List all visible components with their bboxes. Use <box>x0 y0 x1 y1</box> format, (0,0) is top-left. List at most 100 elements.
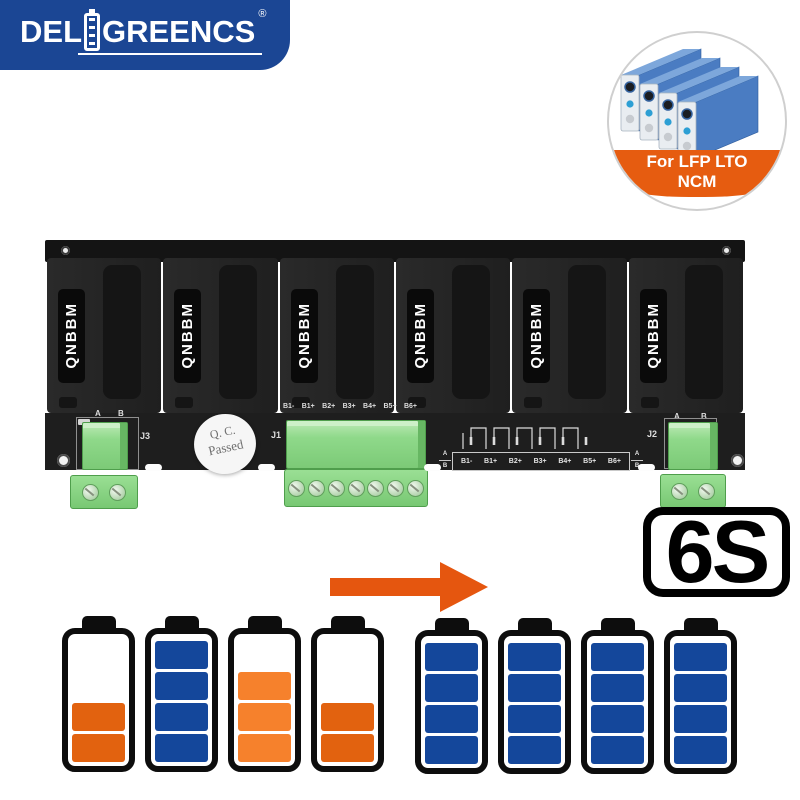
diagram-end-right: A B <box>631 449 643 472</box>
j1-pin-labels: B1-B1+B2+B3+B4+B5+B6+ <box>283 403 417 410</box>
battery-segment <box>238 703 291 731</box>
battery-cap <box>164 616 199 630</box>
module-nub <box>291 397 310 408</box>
balancer-module: QNBBM <box>47 258 162 413</box>
series-count-text: 6S <box>665 502 771 601</box>
battery-cap <box>434 618 469 632</box>
module-label: QNBBM <box>58 288 85 383</box>
pin-label: B2+ <box>322 403 336 410</box>
screw-terminal-icon <box>407 479 425 497</box>
screw-terminal-icon <box>307 479 325 497</box>
screw-terminal-icon <box>287 479 305 497</box>
registered-trademark-icon: ® <box>258 8 267 20</box>
battery-body <box>311 628 384 772</box>
battery-body <box>498 630 571 774</box>
module-row: QNBBM QNBBM QNBBM QNBBM QNBBM QNBBM <box>47 258 743 413</box>
diagram-cell-labels: B1-B1+B2+B3+B4+B5+B6+ <box>452 452 630 471</box>
module-nub <box>59 397 77 408</box>
battery-cap <box>600 618 635 632</box>
j3-port-a-label: A <box>95 409 101 418</box>
logo-underline <box>78 53 262 55</box>
battery-cells-image <box>620 48 759 159</box>
battery-segment <box>321 703 374 731</box>
terminal-j2-front <box>660 474 726 508</box>
terminal-j3 <box>82 422 128 470</box>
pin-label: B4+ <box>363 403 377 410</box>
screw-terminal-icon <box>81 483 99 501</box>
j3-label: J3 <box>140 431 151 441</box>
heatsink-slot <box>103 265 141 399</box>
battery-body <box>62 628 135 772</box>
battery-segment <box>674 736 727 764</box>
module-label: QNBBM <box>406 288 434 383</box>
heatsink-slot <box>451 265 490 399</box>
battery-segment <box>155 734 208 762</box>
module-nub <box>640 397 659 408</box>
diagram-wires <box>462 427 579 449</box>
battery-segment <box>425 705 478 733</box>
screw-terminal-icon <box>347 479 365 497</box>
diagram-cell-label: B2+ <box>508 458 522 465</box>
screw-terminal-icon <box>367 479 385 497</box>
battery-body <box>664 630 737 774</box>
battery-body <box>145 628 218 772</box>
battery-segment <box>591 736 644 764</box>
battery-body <box>581 630 654 774</box>
pin-label: B6+ <box>403 403 417 410</box>
battery-segment <box>508 705 561 733</box>
j2-port-a-label: A <box>674 412 680 421</box>
battery-group-after <box>415 618 737 774</box>
diagram-cell-label: B5+ <box>583 458 597 465</box>
battery-icon <box>415 618 488 774</box>
module-label: QNBBM <box>174 288 202 383</box>
battery-segment <box>508 674 561 702</box>
battery-segment <box>591 643 644 671</box>
diagram-end-left: A B <box>439 449 451 472</box>
battery-segment <box>508 643 561 671</box>
battery-cap <box>517 618 552 632</box>
diagram-cell-label: B3+ <box>533 458 547 465</box>
compatibility-band: For LFP LTO NCM <box>609 150 785 197</box>
battery-letter-icon <box>84 9 100 51</box>
battery-segment <box>155 641 208 669</box>
terminal-j1-front <box>284 469 428 507</box>
j2-label: J2 <box>647 429 658 439</box>
screw-terminal-icon <box>671 482 688 500</box>
battery-cap <box>81 616 116 630</box>
battery-icon <box>498 618 571 774</box>
battery-icon <box>228 616 301 772</box>
balance-arrow <box>330 562 488 612</box>
battery-segment <box>321 734 374 762</box>
screw-terminal-icon <box>327 479 345 497</box>
pin-label: B1- <box>283 403 295 410</box>
battery-segment <box>425 643 478 671</box>
brand-logo-text: DEL GREENCS ® <box>20 8 266 51</box>
battery-segment <box>238 672 291 700</box>
battery-segment <box>72 734 125 762</box>
rail-screw-hole-left <box>61 246 70 255</box>
battery-body <box>228 628 301 772</box>
battery-cap <box>683 618 718 632</box>
module-nub <box>407 397 426 408</box>
balancer-module: QNBBM <box>279 258 394 413</box>
terminal-j1 <box>286 420 426 469</box>
module-label: QNBBM <box>290 288 318 383</box>
mounting-hole-left <box>57 454 70 467</box>
battery-segment <box>591 705 644 733</box>
balancer-module: QNBBM <box>395 258 511 413</box>
battery-icon <box>145 616 218 772</box>
heatsink-slot <box>684 265 723 399</box>
battery-icon <box>664 618 737 774</box>
balancer-module: QNBBM <box>628 258 743 413</box>
battery-segment <box>674 705 727 733</box>
battery-segment <box>155 703 208 731</box>
module-label: QNBBM <box>523 288 551 383</box>
pin-label: B3+ <box>342 403 356 410</box>
module-label: QNBBM <box>639 288 667 383</box>
battery-icon <box>581 618 654 774</box>
solder-pad <box>145 464 162 471</box>
j1-label: J1 <box>271 430 282 440</box>
battery-segment <box>155 672 208 700</box>
mounting-rail <box>45 240 745 262</box>
